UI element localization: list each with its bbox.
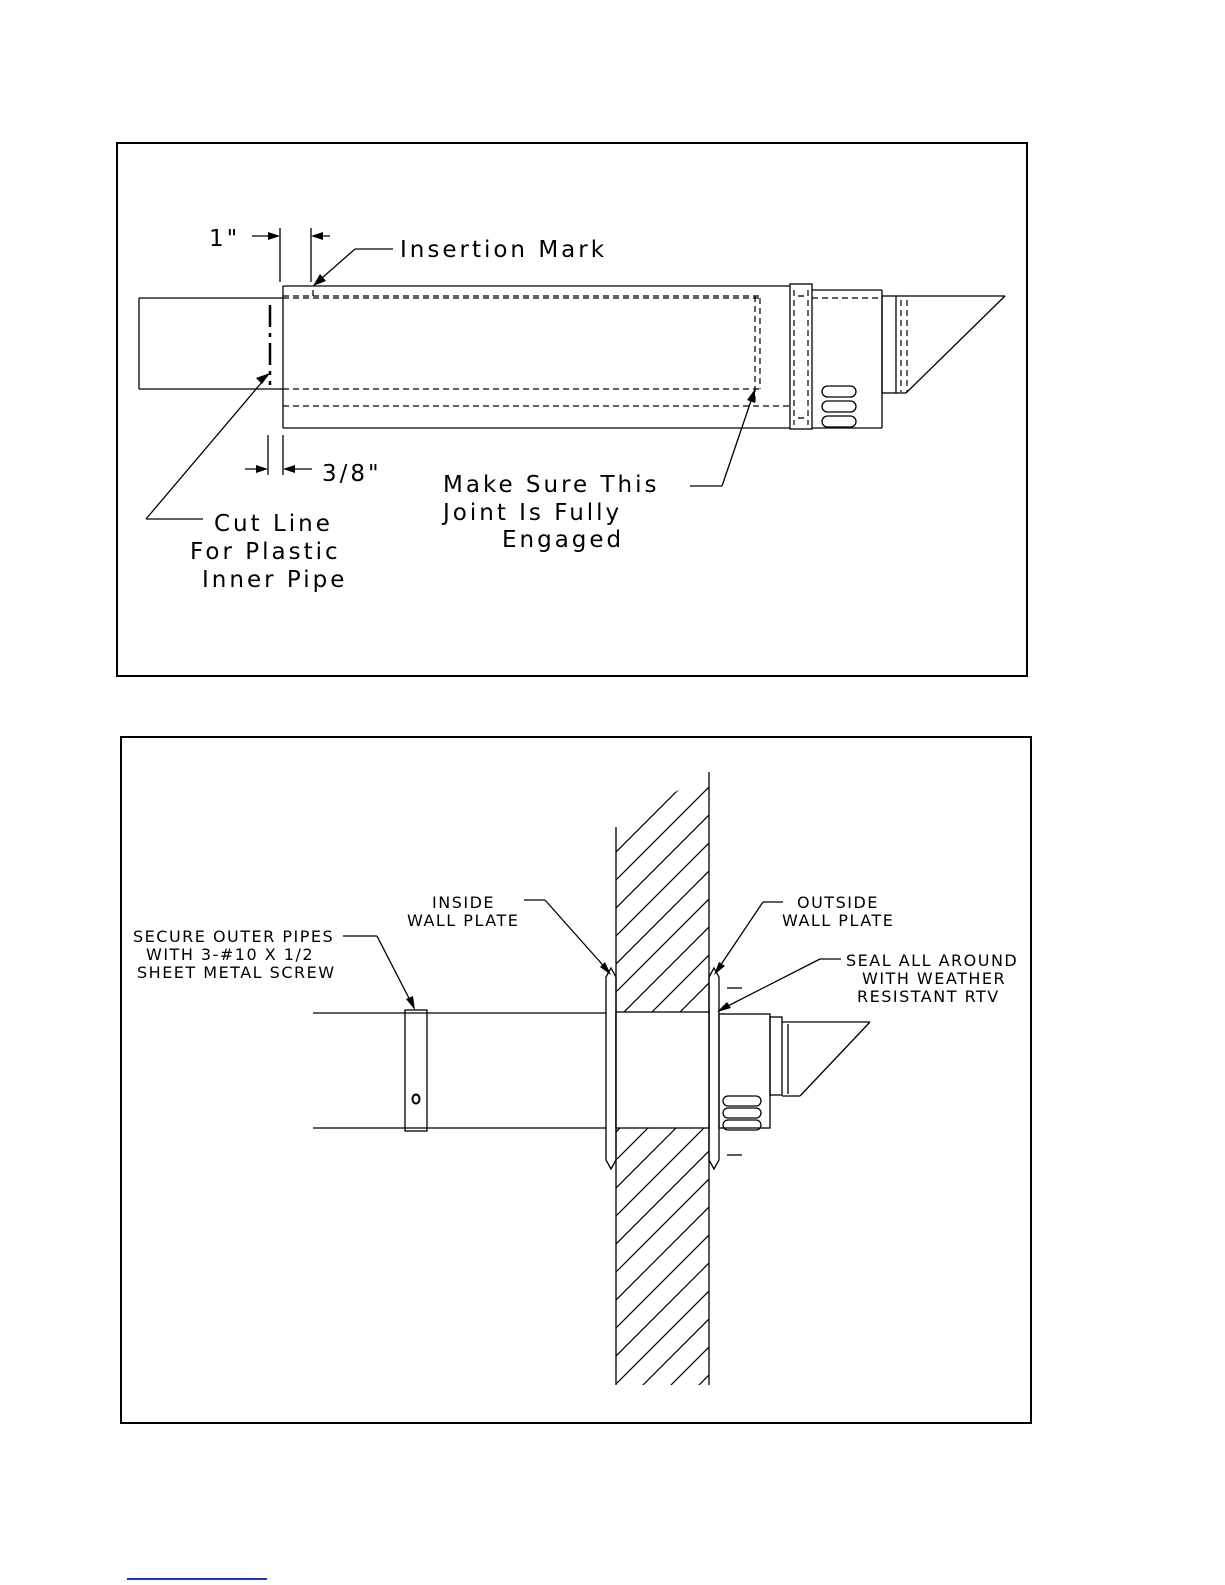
hatch-line [600, 1354, 730, 1484]
inside-wall-plate [606, 968, 616, 1169]
inside-label-2: WALL PLATE [407, 911, 519, 930]
figure-bottom-wall-installation-diagram: SECURE OUTER PIPES WITH 3-#10 X 1/2 SHEE… [121, 570, 1031, 1512]
figure-bottom-frame [121, 737, 1031, 1423]
exhaust-cap [882, 296, 1005, 393]
cut-line-label-2: For Plastic [190, 539, 341, 565]
hatch-line [600, 738, 730, 868]
insertion-mark-callout: Insertion Mark [313, 237, 607, 286]
hatch-line [600, 1242, 730, 1372]
hatch-line [600, 1270, 730, 1400]
hatch-line [600, 1382, 730, 1512]
hatch-line [600, 794, 730, 924]
hatch-line [600, 654, 730, 784]
joint-engaged-callout: Make Sure This Joint Is Fully Engaged [441, 389, 755, 553]
hatch-line [600, 1158, 730, 1288]
outside-label-2: WALL PLATE [782, 911, 894, 930]
hatch-line [600, 1326, 730, 1456]
hatch-line [600, 766, 730, 896]
hatch-line [600, 878, 730, 1008]
outside-label-1: OUTSIDE [797, 893, 879, 912]
figure-top-pipe-cut-diagram: 1" Insertion Mark 3/8" Cut Line For Plas… [117, 143, 1027, 676]
insertion-mark-label: Insertion Mark [400, 237, 607, 263]
seal-callout: SEAL ALL AROUND WITH WEATHER RESISTANT R… [717, 951, 1018, 1012]
hatch-line [600, 850, 730, 980]
joint-label-1: Make Sure This [443, 472, 660, 498]
hatch-line [600, 598, 730, 728]
hatch-line [600, 710, 730, 840]
exterior-vent-terminal [719, 1014, 870, 1130]
figure-top-frame [117, 143, 1027, 676]
air-intake-slots [822, 386, 856, 427]
coupling-band [790, 284, 812, 429]
hatch-line [600, 1186, 730, 1316]
hatch-line [600, 682, 730, 812]
inner-plastic-pipe [139, 298, 760, 389]
joint-label-2: Joint Is Fully [441, 500, 622, 526]
joint-label-3: Engaged [502, 527, 624, 553]
cut-line-label-1: Cut Line [214, 511, 333, 537]
dimension-3-8-inch: 3/8" [245, 435, 382, 487]
wall-sleeve [616, 1012, 709, 1128]
secure-outer-pipes-callout: SECURE OUTER PIPES WITH 3-#10 X 1/2 SHEE… [133, 927, 415, 1010]
inside-wall-plate-callout: INSIDE WALL PLATE [407, 893, 611, 975]
interior-vent-pipe [313, 1010, 606, 1131]
vent-terminal-body [812, 290, 882, 428]
seal-label-1: SEAL ALL AROUND [846, 951, 1018, 970]
footer-link-underline[interactable] [127, 1578, 267, 1580]
hatch-line [600, 1298, 730, 1428]
hatch-line [600, 1130, 730, 1260]
secure-label-2: WITH 3-#10 X 1/2 [146, 945, 314, 964]
hatch-line [600, 822, 730, 952]
sheet-metal-screw [413, 1095, 420, 1104]
outer-pipe [283, 286, 790, 428]
seal-label-3: RESISTANT RTV [857, 987, 1000, 1006]
dimension-1-inch: 1" [209, 226, 330, 282]
seal-label-2: WITH WEATHER [862, 969, 1006, 988]
outside-wall-plate [709, 968, 742, 1169]
dim-1-inch-label: 1" [209, 226, 240, 252]
cut-line-label-3: Inner Pipe [202, 567, 347, 593]
inside-label-1: INSIDE [432, 893, 495, 912]
hatch-line [600, 1214, 730, 1344]
hatch-line [600, 570, 730, 700]
secure-label-3: SHEET METAL SCREW [137, 963, 336, 982]
secure-label-1: SECURE OUTER PIPES [133, 927, 334, 946]
terminal-air-slots [723, 1096, 761, 1130]
dim-3-8-inch-label: 3/8" [322, 461, 382, 487]
